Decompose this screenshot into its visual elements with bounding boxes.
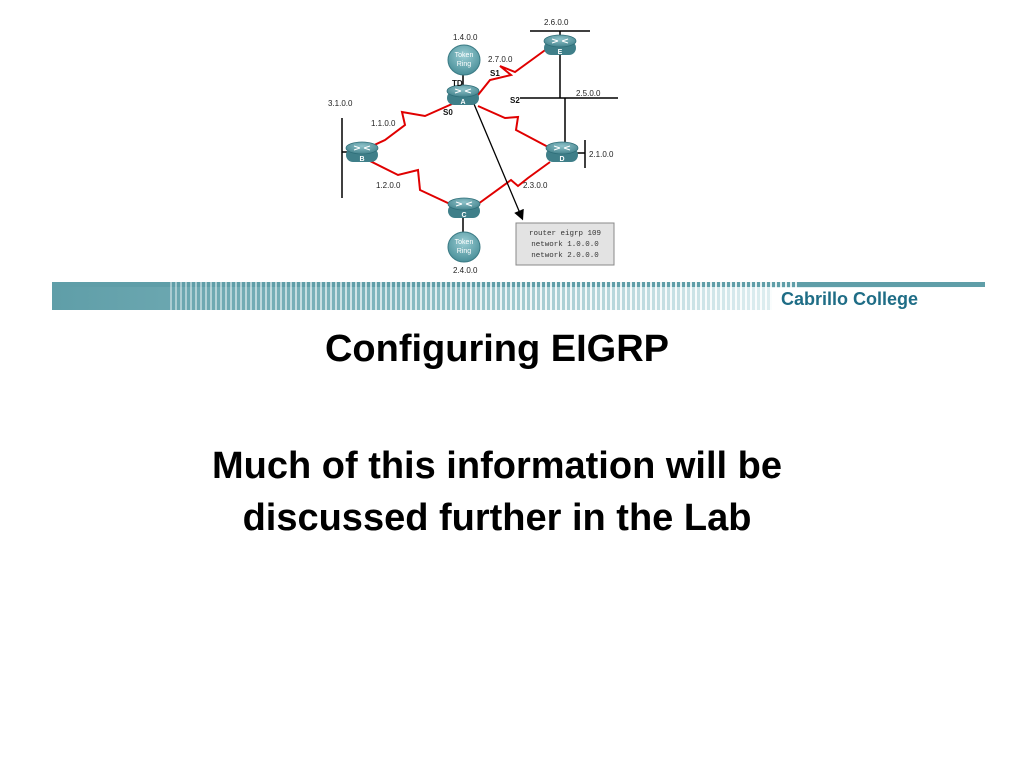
token-ring-icon: Token Ring [447,231,481,263]
router-icon: A [446,84,480,106]
network-label: 3.1.0.0 [328,99,353,108]
network-label: 1.4.0.0 [453,33,478,42]
lan-segments [341,30,618,234]
config-box: router eigrp 109 network 1.0.0.0 network… [515,222,615,266]
subtitle-line: Much of this information will be [212,445,782,487]
slide-subtitle: Much of this information will be discuss… [130,440,864,544]
subtitle-line: discussed further in the Lab [242,497,752,539]
interface-label: TD [452,79,463,88]
svg-text:network 2.0.0.0: network 2.0.0.0 [531,252,599,260]
eigrp-network-diagram: Token Ring Token Ring A B C D E 1.4.0.0 [328,18,618,275]
svg-text:D: D [559,156,564,163]
svg-text:router eigrp 109: router eigrp 109 [529,230,601,238]
network-label: 2.3.0.0 [523,181,548,190]
svg-text:Token: Token [455,52,474,59]
network-label: 1.1.0.0 [371,119,396,128]
network-label: 2.6.0.0 [544,18,569,27]
token-ring-icon: Token Ring [447,44,481,76]
config-arrow [473,103,524,221]
router-icon: C [447,197,481,219]
svg-text:B: B [359,156,364,163]
college-name: Cabrillo College [781,289,919,309]
network-label: 2.5.0.0 [576,89,601,98]
interface-label: S2 [510,96,520,105]
interface-label: S0 [443,108,453,117]
slide-title: Configuring EIGRP [324,328,670,370]
svg-text:network 1.0.0.0: network 1.0.0.0 [531,241,599,249]
network-label: 2.4.0.0 [453,266,478,275]
router-icon: D [545,141,579,163]
network-label: 2.1.0.0 [589,150,614,159]
svg-text:A: A [460,99,465,106]
router-icon: E [543,34,577,56]
college-banner [52,282,985,310]
svg-text:Token: Token [455,239,474,246]
svg-text:C: C [461,212,466,219]
svg-text:Ring: Ring [457,61,472,68]
svg-text:Ring: Ring [457,248,472,255]
serial-links [367,47,551,205]
router-icon: B [345,141,379,163]
svg-text:E: E [558,49,563,56]
network-label: 1.2.0.0 [376,181,401,190]
network-label: 2.7.0.0 [488,55,513,64]
interface-label: S1 [490,69,500,78]
